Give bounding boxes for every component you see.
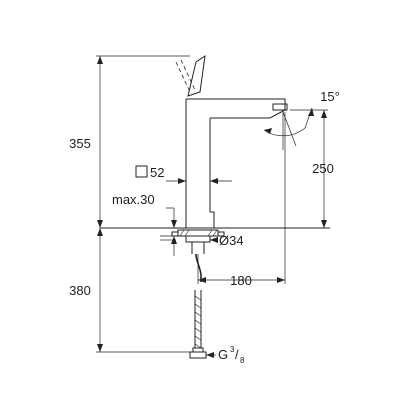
dim-thread-letter: G — [218, 347, 228, 362]
dim-355: 355 — [69, 55, 190, 228]
handle-motion-dash-2 — [180, 59, 196, 91]
dim-max-deck: max.30 — [112, 192, 178, 256]
dim-180-label: 180 — [230, 273, 252, 288]
dim-thread-numerator: 3 — [230, 345, 235, 354]
dim-thread-denominator: 8 — [240, 356, 245, 365]
washer-left — [171, 231, 179, 237]
dim-max-deck-label: max.30 — [112, 192, 155, 207]
dim-hole-diameter: Ø34 — [160, 233, 244, 248]
dim-base-square-label: 52 — [150, 165, 164, 180]
base-step — [210, 211, 215, 228]
aerator — [272, 103, 288, 111]
dim-380: 380 — [69, 228, 190, 353]
mounting-assembly — [171, 229, 225, 254]
dim-380-label: 380 — [69, 283, 91, 298]
hose-fitting-collar — [192, 347, 204, 353]
washer-right — [217, 231, 225, 237]
dim-angle-label: 15° — [320, 89, 340, 104]
square-symbol-icon — [135, 165, 148, 178]
dim-hole-diameter-label: Ø34 — [219, 233, 244, 248]
mounting-plate — [177, 229, 219, 237]
dim-base-square: 52 — [135, 165, 232, 184]
lever-handle — [187, 54, 206, 97]
spout-bottom — [210, 109, 286, 119]
dim-180: 180 — [197, 112, 286, 288]
dim-250: 250 — [290, 109, 334, 228]
mounting-nut — [185, 235, 211, 243]
dim-355-label: 355 — [69, 136, 91, 151]
faucet-body — [175, 54, 288, 228]
dim-thread-slash: / — [235, 347, 239, 362]
flexible-hose — [189, 253, 207, 359]
dim-250-label: 250 — [312, 161, 334, 176]
spout-top — [186, 98, 286, 110]
handle-motion-dash-1 — [175, 61, 191, 93]
dim-angle: 15° — [263, 89, 340, 150]
hose-fitting-nut — [189, 351, 207, 359]
dim-thread: G 3 / 8 — [206, 345, 245, 365]
